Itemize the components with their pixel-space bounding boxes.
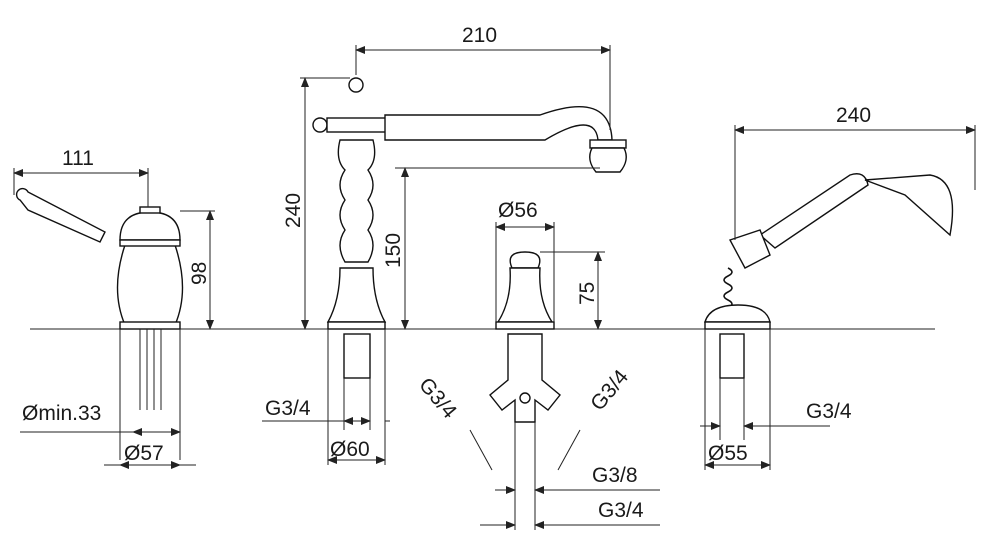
handshower-base-diameter-label: Ø55 [708,442,748,465]
diverter-thread-small-label: G3/8 [592,464,638,487]
mixer-base-diameter-label: Ø57 [124,442,164,465]
spout-thread-label: G3/4 [265,397,311,420]
diverter-diameter-label: Ø56 [498,199,538,222]
handshower-thread-label: G3/4 [806,400,852,423]
handshower-length-label: 240 [836,104,871,127]
spout-reach-label: 210 [462,24,497,47]
spout-drawing [262,45,627,465]
spout-height-label: 240 [282,193,305,228]
mixer-width-label: 111 [62,147,94,170]
diverter-thread-right-label: G3/4 [586,365,633,415]
handshower-drawing [700,125,976,470]
spout-outlet-height-label: 150 [382,233,405,268]
mixer-hole-label: Ømin.33 [22,402,101,425]
mixer-height-label: 98 [188,262,211,285]
diverter-thread-left-label: G3/4 [414,373,461,423]
diverter-height-label: 75 [576,282,599,305]
diverter-drawing [469,222,660,530]
diverter-thread-bottom-label: G3/4 [598,499,644,522]
spout-base-diameter-label: Ø60 [330,438,370,461]
mixer-drawing [13,168,215,469]
